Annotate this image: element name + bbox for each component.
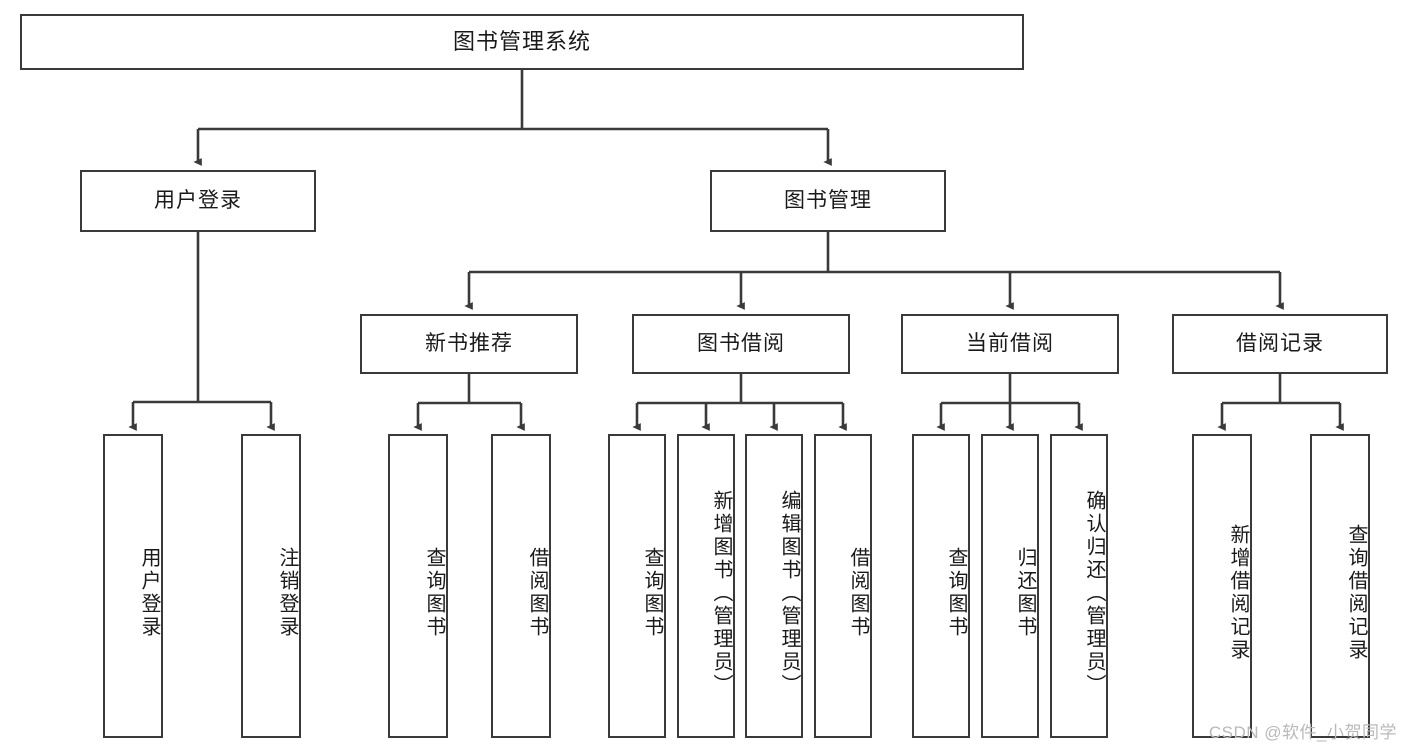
node-label: 新书推荐 [425, 332, 513, 356]
leaf-confirm-return-admin[interactable]: 确认归还（管理员） [1050, 434, 1108, 738]
node-label: 编辑图书（管理员） [778, 489, 800, 697]
node-label: 查询图书 [423, 547, 445, 639]
node-label: 图书管理系统 [452, 28, 591, 54]
node-label: 借阅图书 [847, 547, 869, 639]
leaf-query-book-current[interactable]: 查询图书 [912, 434, 970, 738]
leaf-return-book[interactable]: 归还图书 [981, 434, 1039, 738]
leaf-edit-book-admin[interactable]: 编辑图书（管理员） [745, 434, 803, 738]
node-label: 借阅图书 [526, 547, 548, 639]
leaf-query-book-borrow[interactable]: 查询图书 [608, 434, 666, 738]
watermark-text: CSDN @软件_小贺同学 [1208, 723, 1397, 742]
node-label: 用户登录 [154, 189, 242, 213]
node-borrow-record[interactable]: 借阅记录 [1172, 314, 1388, 374]
leaf-query-book-recommend[interactable]: 查询图书 [388, 434, 448, 738]
leaf-query-borrow-record[interactable]: 查询借阅记录 [1310, 434, 1370, 738]
node-label: 注销登录 [276, 547, 298, 639]
leaf-add-book-admin[interactable]: 新增图书（管理员） [677, 434, 735, 738]
leaf-borrow-book-recommend[interactable]: 借阅图书 [491, 434, 551, 738]
node-label: 当前借阅 [966, 332, 1054, 356]
node-label: 图书管理 [784, 189, 872, 213]
node-label: 图书借阅 [697, 332, 785, 356]
node-book-management[interactable]: 图书管理 [710, 170, 946, 232]
node-label: 借阅记录 [1236, 332, 1324, 356]
node-label: 查询借阅记录 [1345, 524, 1367, 662]
node-label: 用户登录 [138, 547, 160, 639]
leaf-logout[interactable]: 注销登录 [241, 434, 301, 738]
leaf-user-login[interactable]: 用户登录 [103, 434, 163, 738]
node-label: 新增借阅记录 [1227, 524, 1249, 662]
leaf-borrow-book[interactable]: 借阅图书 [814, 434, 872, 738]
leaf-add-borrow-record[interactable]: 新增借阅记录 [1192, 434, 1252, 738]
node-label: 归还图书 [1014, 547, 1036, 639]
node-book-borrow[interactable]: 图书借阅 [632, 314, 850, 374]
node-user-login[interactable]: 用户登录 [80, 170, 316, 232]
node-label: 查询图书 [641, 547, 663, 639]
node-new-book-recommend[interactable]: 新书推荐 [360, 314, 578, 374]
node-root-system[interactable]: 图书管理系统 [20, 14, 1024, 70]
node-label: 新增图书（管理员） [710, 489, 732, 697]
node-label: 确认归还（管理员） [1083, 489, 1105, 697]
node-label: 查询图书 [945, 547, 967, 639]
node-current-borrow[interactable]: 当前借阅 [901, 314, 1119, 374]
